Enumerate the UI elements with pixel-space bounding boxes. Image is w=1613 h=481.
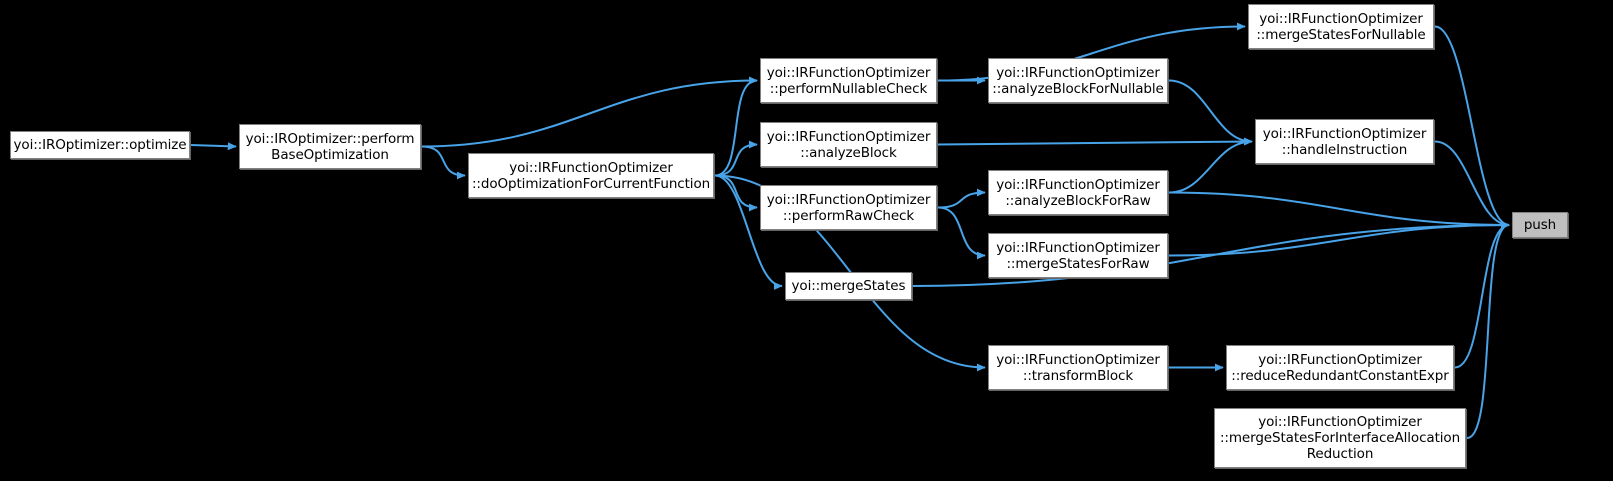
- graph-node-mergeStatesIface[interactable]: yoi::IRFunctionOptimizer ::mergeStatesFo…: [1214, 408, 1466, 468]
- graph-node-analyzeBlockNull[interactable]: yoi::IRFunctionOptimizer ::analyzeBlockF…: [988, 58, 1168, 103]
- graph-node-reduceRedundant[interactable]: yoi::IRFunctionOptimizer ::reduceRedunda…: [1226, 345, 1454, 390]
- edge-handleInstruction-to-push: [1434, 140, 1510, 229]
- edge-mergeStatesNull-to-push: [1434, 25, 1510, 229]
- edge-performBase-to-performNullable: [421, 76, 758, 148]
- edge-analyzeBlockRaw-to-handleInstruction: [1168, 137, 1253, 194]
- edge-reduceRedundant-to-push: [1454, 221, 1510, 369]
- edge-path-group: [190, 22, 1510, 439]
- edge-doOptimization-to-performRawCheck: [714, 174, 758, 212]
- graph-node-performNullable[interactable]: yoi::IRFunctionOptimizer ::performNullab…: [760, 58, 937, 103]
- edge-analyzeBlock-to-handleInstruction: [937, 137, 1253, 146]
- graph-node-mergeStates[interactable]: yoi::mergeStates: [785, 272, 912, 300]
- graph-node-mergeStatesNull[interactable]: yoi::IRFunctionOptimizer ::mergeStatesFo…: [1248, 4, 1434, 49]
- edge-performBase-to-doOptimization: [421, 145, 466, 180]
- edge-mergeStates-to-push: [912, 221, 1510, 287]
- edge-mergeStatesForRaw-to-push: [1168, 221, 1510, 257]
- edge-optimize-to-performBase: [190, 142, 237, 151]
- graph-node-push[interactable]: push: [1512, 212, 1568, 238]
- edge-performRawCheck-to-analyzeBlockRaw: [937, 188, 986, 209]
- edge-analyzeBlockNull-to-handleInstruction: [1168, 79, 1253, 146]
- graph-node-optimize[interactable]: yoi::IROptimizer::optimize: [10, 131, 190, 159]
- edge-mergeStatesIface-to-push: [1466, 221, 1510, 439]
- graph-node-performBase[interactable]: yoi::IROptimizer::perform BaseOptimizati…: [239, 124, 421, 169]
- graph-node-handleInstruction[interactable]: yoi::IRFunctionOptimizer ::handleInstruc…: [1255, 119, 1434, 164]
- edge-doOptimization-to-performNullable: [714, 76, 758, 177]
- graph-node-mergeStatesForRaw[interactable]: yoi::IRFunctionOptimizer ::mergeStatesFo…: [988, 233, 1168, 278]
- edge-doOptimization-to-transformBlock: [714, 174, 986, 372]
- graph-node-analyzeBlock[interactable]: yoi::IRFunctionOptimizer ::analyzeBlock: [760, 122, 937, 167]
- edge-performNullable-to-mergeStatesNull: [937, 22, 1246, 82]
- edge-analyzeBlockRaw-to-push: [1168, 191, 1510, 229]
- edge-doOptimization-to-analyzeBlock: [714, 140, 758, 177]
- graph-node-analyzeBlockRaw[interactable]: yoi::IRFunctionOptimizer ::analyzeBlockF…: [988, 170, 1168, 215]
- edge-doOptimization-to-mergeStates: [714, 174, 783, 290]
- edge-performRawCheck-to-mergeStatesForRaw: [937, 206, 986, 260]
- graph-node-doOptimization[interactable]: yoi::IRFunctionOptimizer ::doOptimizatio…: [468, 153, 714, 198]
- graph-node-performRawCheck[interactable]: yoi::IRFunctionOptimizer ::performRawChe…: [760, 185, 937, 230]
- graph-node-transformBlock[interactable]: yoi::IRFunctionOptimizer ::transformBloc…: [988, 345, 1168, 390]
